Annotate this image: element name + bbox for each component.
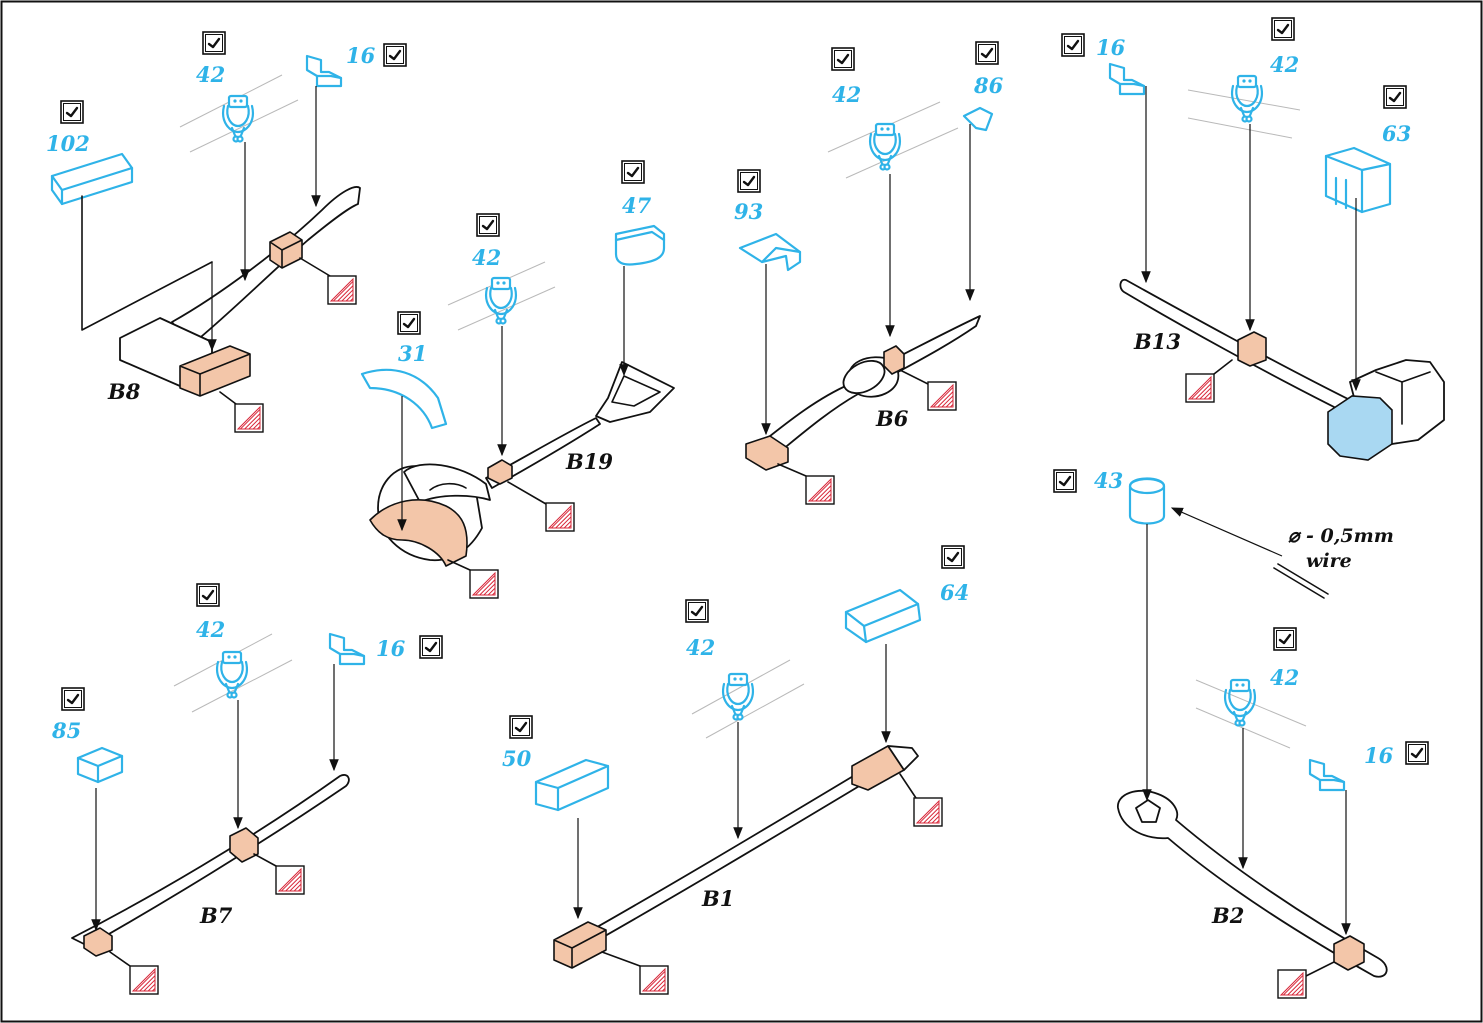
pe-strap-93 <box>738 232 802 272</box>
fold-check-icon <box>508 714 534 740</box>
paint-swatch-icon <box>927 381 957 411</box>
part-number-42: 42 <box>832 82 861 107</box>
clamp-icon <box>721 672 755 721</box>
part-number-42: 42 <box>196 617 225 642</box>
assembly-label-b2: B2 <box>1211 903 1244 928</box>
part-number-16: 16 <box>1364 743 1394 768</box>
group-b8: 42 16 102 B8 <box>46 30 408 433</box>
assembly-label-b19: B19 <box>565 449 613 474</box>
group-b2: 43 ⌀ - 0,5mm wire 42 16 B2 <box>1052 468 1430 999</box>
b8-handle <box>171 186 361 347</box>
part-number-42: 42 <box>1270 665 1299 690</box>
group-b6: 42 86 93 B6 <box>734 40 1004 505</box>
paint-swatch-icon <box>1277 969 1307 999</box>
fold-check-icon <box>475 212 501 238</box>
part-number-31: 31 <box>398 341 427 366</box>
assembly-label-b1: B1 <box>701 886 734 911</box>
assembly-label-b6: B6 <box>875 406 909 431</box>
paint-swatch-icon <box>639 965 669 995</box>
pe-cap-63 <box>1324 146 1392 214</box>
group-b13: 16 42 63 B13 <box>1060 16 1445 461</box>
clamp-icon <box>1230 74 1264 123</box>
fold-check-icon <box>1270 16 1296 42</box>
fold-check-icon <box>974 40 1000 66</box>
part-number-42: 42 <box>472 245 501 270</box>
fold-check-icon <box>1052 468 1078 494</box>
paint-swatch-icon <box>129 965 159 995</box>
bracket-icon <box>305 54 343 88</box>
paint-swatch-icon <box>805 475 835 505</box>
group-b19: 42 47 31 B19 <box>360 159 675 599</box>
b13-blue-cap <box>1327 395 1393 461</box>
paint-swatch-icon <box>1185 373 1215 403</box>
wire-note-material: wire <box>1306 550 1352 572</box>
part-number-63: 63 <box>1382 121 1411 146</box>
part-number-42: 42 <box>686 635 715 660</box>
assembly-label-b8: B8 <box>107 379 141 404</box>
b7-shaft <box>71 774 350 947</box>
part-number-43: 43 <box>1094 468 1123 493</box>
part-number-86: 86 <box>973 73 1004 98</box>
pe-plate-47 <box>614 224 666 266</box>
part-number-42: 42 <box>196 62 225 87</box>
part-number-50: 50 <box>502 746 532 771</box>
fold-check-icon <box>382 42 408 68</box>
fold-check-icon <box>396 310 422 336</box>
group-b1: 42 64 50 B1 <box>502 544 969 995</box>
paint-swatch-icon <box>327 275 357 305</box>
fold-check-icon <box>1272 626 1298 652</box>
fold-check-icon <box>195 582 221 608</box>
fold-check-icon <box>620 159 646 185</box>
paint-swatch-icon <box>275 865 305 895</box>
part-number-85: 85 <box>51 718 81 743</box>
fold-check-icon <box>1060 32 1086 58</box>
part-number-42: 42 <box>1270 52 1299 77</box>
b13-rod <box>1119 278 1351 413</box>
fold-check-icon <box>736 168 762 194</box>
pe-box-50 <box>534 758 610 812</box>
pe-strap-102 <box>50 152 134 206</box>
assembly-label-b13: B13 <box>1133 329 1181 354</box>
part-number-47: 47 <box>622 193 652 218</box>
part-number-16: 16 <box>346 43 376 68</box>
paint-swatch-icon <box>913 797 943 827</box>
fold-check-icon <box>201 30 227 56</box>
fold-check-icon <box>684 598 710 624</box>
part-number-16: 16 <box>1096 35 1126 60</box>
fold-check-icon <box>59 99 85 125</box>
fold-check-icon <box>830 46 856 72</box>
pe-ring-43 <box>1128 477 1166 525</box>
part-number-16: 16 <box>376 636 406 661</box>
paint-swatch-icon <box>234 403 264 433</box>
fold-check-icon <box>940 544 966 570</box>
fold-check-icon <box>1382 84 1408 110</box>
fold-check-icon <box>418 634 444 660</box>
part-number-93: 93 <box>734 199 763 224</box>
bracket-icon <box>328 632 366 666</box>
clamp-icon <box>1223 678 1257 727</box>
fold-check-icon <box>1404 740 1430 766</box>
b2-wrench <box>1117 789 1388 978</box>
group-b7: 42 16 85 B7 <box>51 582 444 995</box>
paint-swatch-icon <box>469 569 499 599</box>
wire-note-size: ⌀ - 0,5mm <box>1288 525 1394 547</box>
clamp-icon <box>484 276 518 325</box>
bracket-icon <box>1108 62 1146 96</box>
b1-shaft <box>559 765 877 959</box>
pe-tab-86 <box>962 106 994 132</box>
pe-arch-31 <box>360 368 448 430</box>
assembly-label-b7: B7 <box>199 903 233 928</box>
pe-plate-64 <box>844 588 922 644</box>
fold-check-icon <box>60 686 86 712</box>
bracket-icon <box>1308 758 1346 792</box>
part-number-64: 64 <box>940 580 969 605</box>
paint-swatch-icon <box>545 502 575 532</box>
part-number-102: 102 <box>46 131 90 156</box>
